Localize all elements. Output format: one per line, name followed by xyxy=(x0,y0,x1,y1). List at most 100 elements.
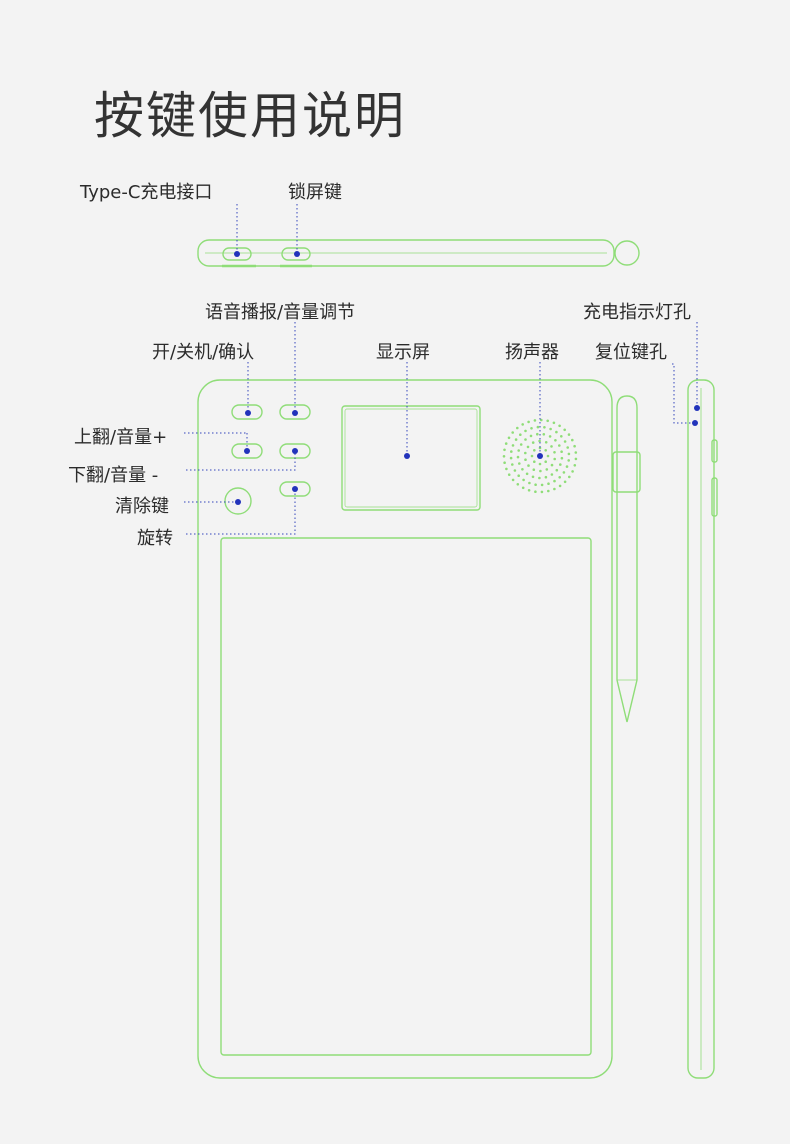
speaker-grille-dot xyxy=(518,462,521,465)
speaker-grille-dot xyxy=(548,435,552,438)
top-view-pen-cap xyxy=(614,240,640,266)
page-title: 按键使用说明 xyxy=(94,87,406,145)
speaker-grille-dot xyxy=(519,443,523,446)
dot-typec xyxy=(234,251,240,257)
speaker-grille-dot xyxy=(538,446,542,450)
page-up-button xyxy=(231,443,263,459)
speaker-grille-dot xyxy=(552,421,556,425)
speaker-grille-dot xyxy=(531,441,535,444)
lock-key xyxy=(281,247,311,261)
speaker-grille-dot xyxy=(531,475,535,479)
speaker-grille-dot xyxy=(563,440,567,443)
display-screen-inner xyxy=(344,408,478,508)
speaker-grille-dot xyxy=(540,418,543,422)
speaker-grille-dot xyxy=(525,472,529,476)
label-typec: Type-C充电接口 xyxy=(80,182,213,203)
top-view-body xyxy=(197,239,615,267)
speaker-grille-dot xyxy=(503,448,506,452)
speaker-grille-dot xyxy=(560,450,563,454)
speaker-grille-dot xyxy=(528,481,531,485)
speaker-grille-dot xyxy=(544,475,548,479)
speaker-grille-dot xyxy=(524,458,527,462)
side-view-body xyxy=(687,379,715,1079)
speaker-grille-dot xyxy=(555,468,559,472)
speaker-grille-dot xyxy=(507,473,511,477)
speaker-grille-dot xyxy=(545,468,549,471)
speaker-grille-dot xyxy=(533,419,537,422)
speaker-grille-dot xyxy=(504,442,508,445)
writing-area xyxy=(220,537,592,1056)
speaker-grille-dot xyxy=(550,473,554,476)
dot-charge-led xyxy=(694,405,700,411)
speaker-grille-dot xyxy=(538,439,541,443)
speaker-grille-dot xyxy=(574,457,578,461)
label-reset: 复位键孔 xyxy=(595,342,667,363)
display-screen xyxy=(341,405,481,511)
speaker-grille-dot xyxy=(522,478,525,482)
speaker-grille-dot xyxy=(558,444,561,447)
label-page-down: 下翻/音量 - xyxy=(68,465,159,486)
speaker-grille-dot xyxy=(558,484,562,488)
clear-button xyxy=(224,487,252,515)
speaker-grille-dot xyxy=(563,480,567,484)
speaker-grille-dot xyxy=(514,438,518,441)
speaker-grille-dot xyxy=(517,474,520,478)
dot-reset xyxy=(692,420,698,426)
speaker-grille-dot xyxy=(509,456,513,460)
speaker-grille-dot xyxy=(534,490,537,494)
speaker-grille-dot xyxy=(565,465,569,468)
speaker-grille-dot xyxy=(530,454,534,458)
speaker-grille-dot xyxy=(549,427,552,431)
speaker-grille-dot xyxy=(524,451,527,455)
dot-power xyxy=(245,410,251,416)
speaker-grille-dot xyxy=(538,462,542,466)
speaker-grille-dot xyxy=(574,451,578,454)
speaker-grille-dot xyxy=(555,430,558,434)
speaker-grille-dot xyxy=(558,476,561,479)
speaker-grille-dot xyxy=(519,433,522,437)
label-rotate: 旋转 xyxy=(137,528,173,549)
speaker-grille-dot xyxy=(517,449,520,452)
speaker-grille-dot xyxy=(547,489,550,493)
dot-clear xyxy=(235,499,241,505)
speaker-grille-dot xyxy=(543,426,546,429)
side-button-1 xyxy=(711,439,718,463)
speaker-grille-dot xyxy=(558,424,561,428)
speaker-grille-dot xyxy=(536,425,540,429)
speaker-grille-dot xyxy=(539,469,542,473)
speaker-grille-dot xyxy=(553,479,556,483)
speaker-grille-dot xyxy=(527,464,530,467)
speaker-grille-dot xyxy=(550,463,554,467)
speaker-grille-dot xyxy=(507,436,511,440)
speaker-grille-dot xyxy=(511,478,515,482)
speaker-grille-dot xyxy=(553,457,556,461)
side-button-2 xyxy=(711,477,718,517)
speaker-grille-dot xyxy=(560,435,563,438)
speaker-grille-dot xyxy=(527,420,530,424)
speaker-grille-dot xyxy=(568,475,571,479)
label-display: 显示屏 xyxy=(376,342,430,363)
leader-reset xyxy=(672,363,695,424)
speaker-grille-dot xyxy=(510,450,513,453)
speaker-grille-dot xyxy=(513,469,517,472)
speaker-grille-dot xyxy=(538,476,541,480)
speaker-grille-dot xyxy=(563,428,566,432)
speaker-grille-dot xyxy=(544,460,547,464)
leader-rotate xyxy=(186,489,296,535)
dot-rotate xyxy=(292,486,298,492)
label-voice-volume: 语音播报/音量调节 xyxy=(205,302,356,323)
label-clear: 清除键 xyxy=(115,496,169,517)
front-view-body xyxy=(197,379,613,1079)
speaker-grille-dot xyxy=(559,463,562,466)
stylus-clip xyxy=(612,451,641,493)
power-button xyxy=(231,404,263,420)
speaker-grille-dot xyxy=(503,461,506,465)
speaker-grille-dot xyxy=(516,455,520,459)
speaker-grille-dot xyxy=(567,433,571,436)
speaker-grille-dot xyxy=(511,444,515,447)
speaker-grille-dot xyxy=(553,451,556,454)
speaker-grille-dot xyxy=(547,482,550,486)
speaker-grille-dot xyxy=(511,431,514,434)
speaker-grille-dot xyxy=(544,441,548,444)
speaker-grille-dot xyxy=(560,456,564,460)
